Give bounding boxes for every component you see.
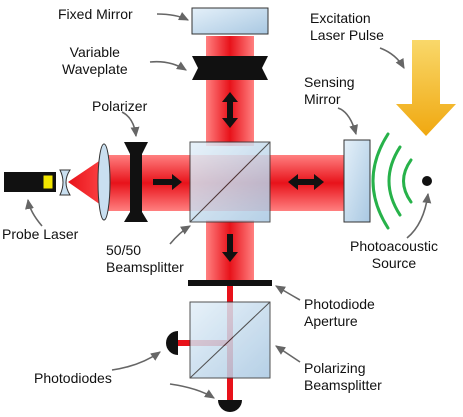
leader-fixed-mirror [156,11,190,21]
sensing-mirror [343,139,371,223]
excitation-laser-arrow [396,40,456,136]
photodiode-bottom [218,400,242,412]
label-polarizing-beamsplitter: Polarizing Beamsplitter [304,360,382,394]
label-sensing-mirror: Sensing Mirror [304,74,355,108]
arrow-right [153,174,182,190]
label-photodiodes-text: Photodiodes [34,370,112,386]
label-excitation-line1: Excitation [310,10,371,26]
arrow-down [222,234,238,262]
acoustic-waves [371,132,413,230]
leader-photodiode-bottom [169,383,215,399]
label-variable-waveplate-line2: Waveplate [62,61,128,77]
leader-probe-laser [25,198,43,227]
label-aperture-line2: Aperture [304,313,358,329]
leader-pbs [275,345,301,363]
label-beamsplitter-5050: 50/50 Beamsplitter [106,242,184,276]
label-pbs-line1: Polarizing [304,360,366,376]
label-variable-waveplate-line1: Variable [69,44,120,60]
label-photodiodes: Photodiodes [34,370,112,387]
label-excitation-line2: Laser Pulse [310,27,384,43]
label-fixed-mirror-text: Fixed Mirror [58,6,133,22]
label-pbs-line2: Beamsplitter [304,377,382,393]
leader-arrows [25,11,432,399]
polarizing-beamsplitter [189,301,271,379]
leader-photodiode-left [111,351,161,371]
label-photoacoustic-line2: Source [371,255,417,271]
fixed-mirror [191,7,269,35]
photodiode-aperture [188,280,272,286]
label-excitation-laser-pulse: Excitation Laser Pulse [310,10,384,44]
label-photoacoustic-source: Photoacoustic Source [350,238,438,272]
label-aperture-line1: Photodiode [304,296,375,312]
leader-waveplate [149,60,187,71]
label-polarizer: Polarizer [92,98,147,115]
label-probe-laser-text: Probe Laser [2,226,79,242]
arrow-double-horizontal [288,174,324,190]
label-sensing-mirror-line1: Sensing [304,74,355,90]
polarizer [124,142,148,222]
beam-to-fixed-mirror [206,36,254,146]
photodiode-left [166,331,178,355]
label-fixed-mirror: Fixed Mirror [58,6,133,23]
leader-sensing-mirror [337,107,358,136]
label-photoacoustic-line1: Photoacoustic [350,238,438,254]
leader-excitation [379,47,405,69]
concave-lens [59,169,71,196]
probe-laser [4,172,56,192]
variable-waveplate [192,56,268,80]
leader-aperture [275,285,301,301]
photoacoustic-source-dot [422,176,432,186]
label-beamsplitter-line1: 50/50 [106,242,142,258]
leader-beamsplitter [169,225,191,245]
leader-photoacoustic [406,192,432,239]
leader-polarizer [121,111,140,138]
direction-arrows [153,92,324,262]
arrow-double-vertical [222,92,238,128]
beamsplitter-5050 [189,141,271,223]
label-polarizer-text: Polarizer [92,98,148,114]
convex-lens [97,143,111,221]
label-photodiode-aperture: Photodiode Aperture [304,296,375,330]
label-beamsplitter-line2: Beamsplitter [106,259,184,275]
label-sensing-mirror-line2: Mirror [304,91,341,107]
label-probe-laser: Probe Laser [2,226,78,243]
label-variable-waveplate: Variable Waveplate [62,44,128,78]
